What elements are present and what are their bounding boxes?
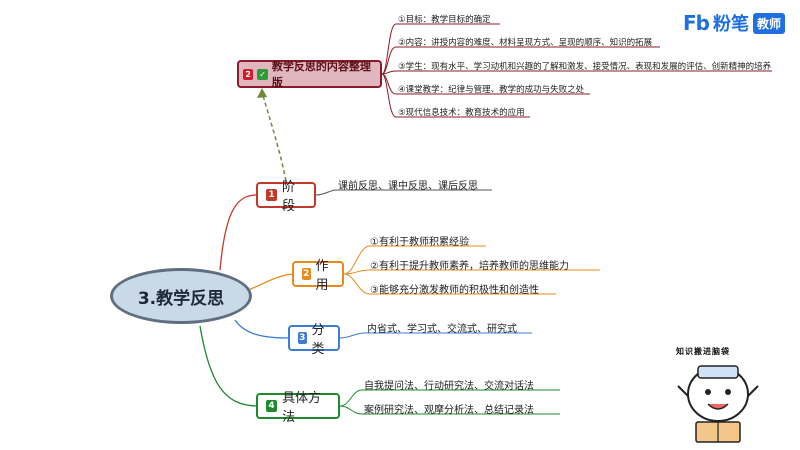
branch-number: 1: [266, 189, 278, 201]
branch-item: 案例研究法、观摩分析法、总结记录法: [364, 405, 534, 416]
link-role-item-1: [343, 245, 486, 275]
branch-number: 3: [298, 332, 307, 344]
branch-number: 2: [302, 268, 311, 280]
logo-name: 粉笔: [712, 14, 749, 35]
link-top-item-5: [381, 73, 530, 118]
branch-method[interactable]: 4 具体方法: [256, 391, 340, 425]
top-item: ②内容：讲授内容的难度、材料呈现方式、呈现的顺序、知识的拓展: [398, 38, 653, 48]
branch-item: ②有利于提升教师素养，培养教师的思维能力: [370, 261, 569, 272]
top-item: ①目标：教学目标的确定: [398, 15, 491, 25]
branch-role[interactable]: 2 作用: [292, 259, 344, 293]
top-item: ④课堂教学：纪律与管理、教学的成功与失败之处: [398, 85, 585, 95]
branch-label: 分类: [311, 323, 325, 357]
link-method-item-1: [339, 389, 560, 407]
top-node-label: 教学反思的内容整理版: [271, 60, 371, 89]
center-topic[interactable]: 3.教学反思: [110, 268, 252, 324]
branch-item: 内省式、学习式、交流式、研究式: [367, 324, 517, 335]
branch-label: 作用: [315, 259, 329, 293]
mascot-caption: 知识搬进脑袋: [676, 347, 730, 356]
branch-stage[interactable]: 1 阶段: [256, 180, 316, 214]
top-node[interactable]: 2 ✓ 教学反思的内容整理版: [237, 60, 382, 89]
top-node-number: 2: [243, 68, 254, 80]
branch-item: ①有利于教师积累经验: [370, 237, 469, 248]
branch-label: 阶段: [282, 180, 296, 214]
link-center-method: [199, 325, 257, 407]
branch-number: 4: [266, 400, 278, 412]
link-top-item-3: [381, 70, 772, 75]
link-center-type: [234, 319, 289, 339]
link-center-stage: [219, 194, 257, 271]
check-icon: ✓: [257, 68, 268, 80]
branch-label: 具体方法: [282, 391, 322, 425]
link-center-role: [247, 273, 293, 291]
branch-type[interactable]: 3 分类: [288, 323, 340, 357]
branch-item: 课前反思、课中反思、课后反思: [338, 181, 478, 192]
branch-item: 自我提问法、行动研究法、交流对话法: [364, 381, 534, 392]
link-role-item-2: [343, 269, 600, 275]
top-item: ⑤现代信息技术：教育技术的应用: [398, 108, 525, 118]
link-role-item-3: [343, 273, 556, 295]
branch-item: ③能够充分激发教师的积极性和创造性: [370, 285, 539, 296]
link-top-item-2: [381, 46, 660, 75]
dashed-link: [261, 91, 287, 182]
logo-tag: 教师: [752, 12, 785, 34]
mascot-illustration: [677, 365, 759, 443]
link-type-item: [339, 332, 532, 339]
logo-mark: Fb: [683, 11, 710, 35]
link-method-item-2: [339, 405, 560, 415]
brand-logo: Fb 粉笔 教师: [683, 10, 785, 36]
link-stage-item: [315, 189, 492, 196]
dashed-link-arrowhead: [257, 88, 267, 98]
top-item: ③学生：现有水平、学习动机和兴趣的了解和激发、接受情况、表现和发展的评估、创新精…: [398, 62, 772, 72]
